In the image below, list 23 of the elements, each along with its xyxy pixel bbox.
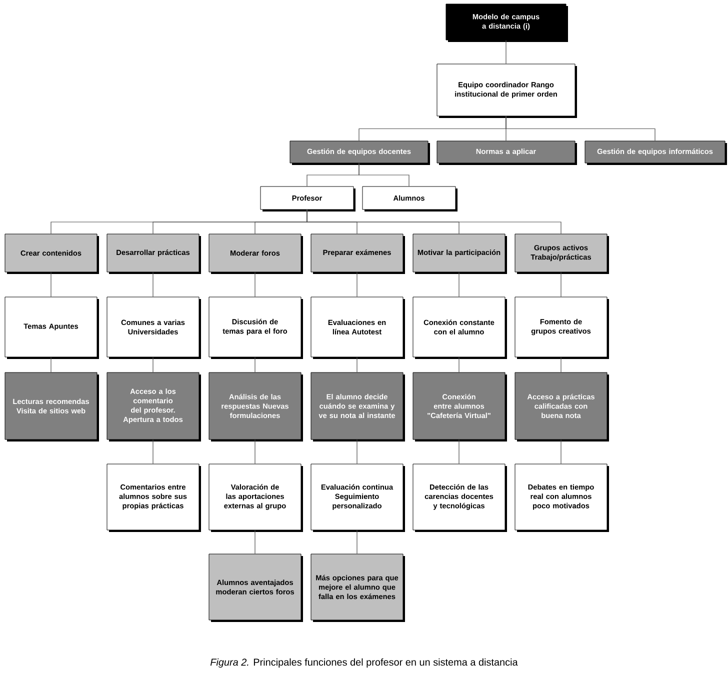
connector-line [458,272,460,298]
connector-line [254,530,256,554]
connector-line [152,439,154,464]
connector-line [50,272,52,298]
connector-line [152,356,154,373]
connector-line [254,272,256,298]
connector-line [506,116,656,142]
connector-line [356,530,358,554]
connector-line [356,272,358,298]
connector-line [358,162,410,187]
connector-line [560,356,562,373]
connector-line [458,356,460,373]
connector-line [306,209,562,234]
connector-line [152,272,154,298]
connector-line [254,439,256,464]
connector-line [560,439,562,464]
connector-line [254,356,256,373]
figure-caption: Figura 2. Principales funciones del profesor en un sistema a distancia [210,658,518,668]
connector-line [356,356,358,373]
connector-line [458,439,460,464]
connector-line [356,439,358,464]
connector-line [560,272,562,298]
connector-line [50,356,52,373]
